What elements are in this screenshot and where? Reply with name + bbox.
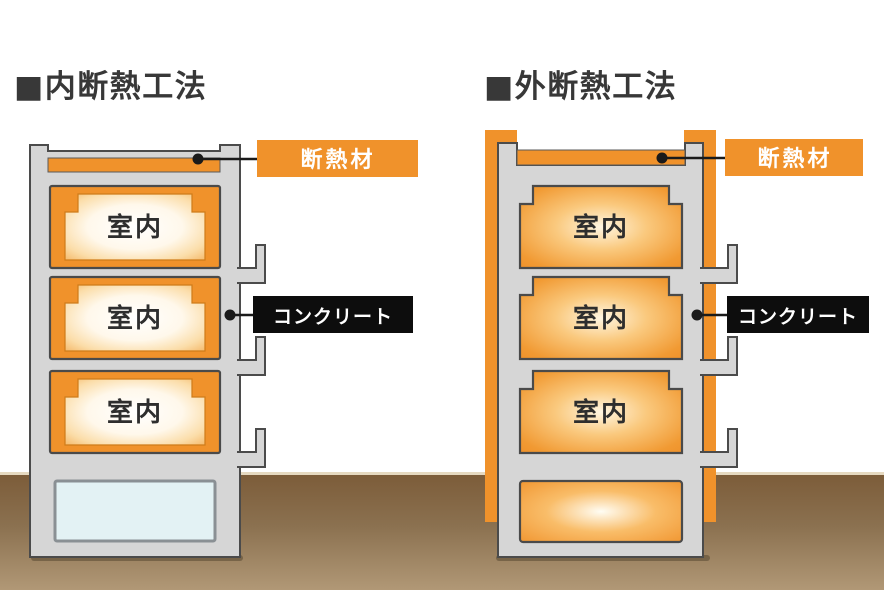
room-label: 室内 — [573, 303, 629, 334]
callout-label: コンクリート — [738, 306, 858, 328]
left-diagram-title: ■内断熱工法 — [14, 69, 207, 105]
callout-concrete-right: コンクリート — [691, 296, 869, 333]
cold-basement — [53, 479, 217, 543]
outer-insulation-strip-left — [485, 130, 498, 522]
room-floor-2: 室内 — [48, 275, 222, 361]
callout-insulation-right: 断熱材 — [656, 139, 863, 176]
callout-insulation-left: 断熱材 — [192, 140, 418, 177]
callout-label: コンクリート — [273, 306, 393, 328]
room-floor-3: 室内 — [518, 369, 684, 455]
room-floor-1: 室内 — [518, 184, 684, 270]
callout-concrete-left: コンクリート — [224, 296, 413, 333]
room-interior — [64, 284, 206, 352]
outer-insulation-strip-right — [703, 130, 716, 522]
room-interior — [64, 193, 206, 261]
room-floor-3: 室内 — [48, 369, 222, 455]
left-building: 室内 室内 室内 — [29, 144, 266, 558]
ground-highlight-line — [0, 472, 884, 475]
callout-dot — [691, 309, 703, 321]
parapet-insulation-cap-left — [485, 130, 517, 143]
room-floor-2: 室内 — [518, 275, 684, 361]
right-building: 室内 室内 室内 — [485, 130, 738, 558]
balcony — [237, 336, 266, 376]
callout-dot — [192, 153, 204, 165]
callout-label: 断熱材 — [300, 147, 375, 173]
callout-box — [253, 296, 413, 333]
callout-box — [727, 296, 869, 333]
parapet-insulation-cap-right — [684, 130, 716, 143]
room-label: 室内 — [107, 212, 163, 243]
room-label: 室内 — [107, 303, 163, 334]
callout-label: 断熱材 — [757, 146, 832, 172]
room-floor-1: 室内 — [48, 184, 222, 270]
room-interior — [518, 369, 684, 455]
callout-box — [725, 139, 863, 176]
balcony — [700, 244, 738, 284]
balcony — [237, 244, 266, 284]
room-label: 室内 — [107, 397, 163, 428]
outer-insulation-shell — [485, 130, 716, 522]
room-label: 室内 — [573, 397, 629, 428]
room-interior — [518, 184, 684, 270]
balcony — [237, 428, 266, 468]
right-diagram-title: ■外断熱工法 — [484, 69, 677, 105]
callout-box — [257, 140, 418, 177]
roof-insulation-band — [47, 157, 221, 173]
balcony — [700, 428, 738, 468]
callout-dot — [224, 309, 236, 321]
room-label: 室内 — [573, 212, 629, 243]
room-interior — [518, 275, 684, 361]
callout-dot — [656, 152, 668, 164]
room-interior — [64, 378, 206, 446]
balcony — [700, 336, 738, 376]
warm-basement — [518, 479, 684, 544]
